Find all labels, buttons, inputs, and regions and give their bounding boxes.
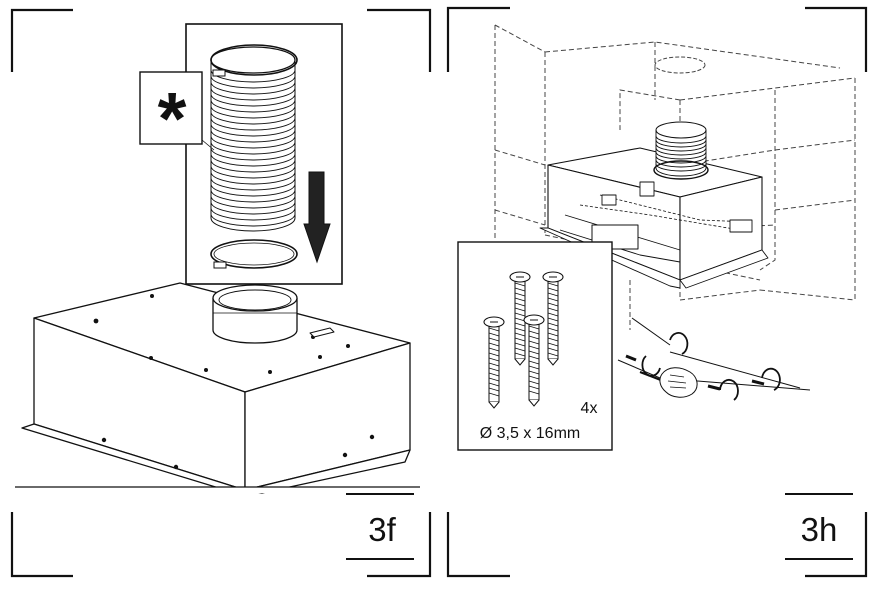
duct-rib — [210, 165, 296, 179]
duct-rib — [210, 129, 296, 143]
marker-symbol: * — [158, 77, 187, 160]
duct-rib — [210, 201, 296, 215]
screw — [509, 271, 531, 366]
screw-fixings — [617, 317, 811, 401]
screw-inset-box: 4x Ø 3,5 x 16mm — [457, 241, 613, 451]
corner-brackets-3h — [446, 6, 868, 578]
duct-rib — [210, 183, 296, 197]
hose-clamp-bottom — [210, 239, 298, 269]
duct-rib — [210, 135, 296, 149]
duct-rib — [210, 171, 296, 185]
panel-3h: 4x Ø 3,5 x 16mm 3h — [446, 6, 868, 578]
duct-rib — [210, 159, 296, 173]
screw — [483, 316, 505, 409]
duct-rib — [210, 87, 296, 101]
duct-rib — [210, 93, 296, 107]
duct-rib — [210, 147, 296, 161]
screw-spec: Ø 3,5 x 16mm — [480, 425, 580, 442]
duct-rib — [210, 99, 296, 113]
screw-quantity: 4x — [581, 400, 598, 417]
duct-rib — [210, 123, 296, 137]
duct-rib — [210, 213, 296, 227]
step-label-3f: 3f — [368, 511, 396, 548]
duct-rib — [655, 143, 707, 152]
cabinet-opening — [654, 56, 706, 74]
down-arrow-icon — [303, 171, 331, 264]
screw — [542, 271, 564, 366]
marker-box: * — [139, 71, 215, 160]
duct-rib — [210, 141, 296, 155]
duct-rib — [655, 151, 707, 160]
duct-rib — [655, 147, 707, 156]
corner-brackets-3f — [10, 8, 432, 578]
duct-rib — [210, 177, 296, 191]
step-label-box-3f: 3f — [346, 493, 414, 560]
duct-rib — [655, 139, 707, 148]
duct-rib — [210, 117, 296, 131]
panel-3f: * 3f — [10, 8, 432, 578]
duct-rib — [210, 105, 296, 119]
duct-rib — [655, 155, 707, 164]
hood-in-cabinet — [539, 147, 769, 289]
step-label-box-3h: 3h — [785, 493, 853, 560]
duct-rib — [655, 135, 707, 144]
flexible-duct — [210, 46, 296, 232]
duct-in-cabinet — [653, 121, 709, 180]
hand-with-screwdriver — [639, 367, 698, 398]
screws-illustration — [483, 271, 564, 409]
duct-rib — [210, 207, 296, 221]
inset-box — [185, 23, 343, 285]
duct-rib — [655, 159, 707, 168]
duct-collar — [212, 284, 298, 344]
duct-rib — [210, 153, 296, 167]
duct-rib — [210, 189, 296, 203]
duct-rib — [210, 81, 296, 95]
duct-rib — [210, 75, 296, 89]
screw — [523, 314, 545, 407]
duct-rib — [210, 111, 296, 125]
duct-rib — [655, 163, 707, 172]
hose-clamp-top — [210, 44, 298, 77]
duct-rib — [210, 195, 296, 209]
step-label-3h: 3h — [801, 511, 838, 548]
